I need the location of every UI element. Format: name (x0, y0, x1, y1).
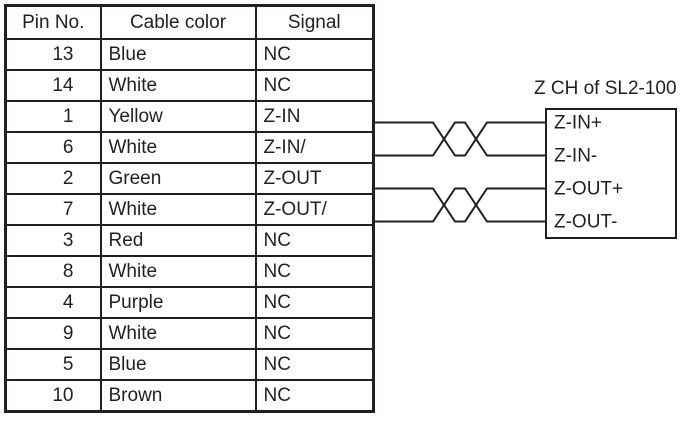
table-row: 1 Yellow Z-IN (4, 100, 375, 133)
wire-z-out-slash (374, 187, 545, 223)
signal-name: NC (254, 348, 375, 381)
twisted-pair-z-out (374, 187, 545, 223)
signal-name: NC (254, 255, 375, 288)
signal-name: Z-IN/ (254, 131, 375, 164)
cable-color: Green (99, 162, 257, 195)
signal-name: NC (254, 317, 375, 350)
table-row: 7 White Z-OUT/ (4, 193, 375, 226)
pin-number: 3 (4, 224, 102, 257)
pin-number: 10 (4, 379, 102, 413)
device-terminal-box: Z-IN+ Z-IN- Z-OUT+ Z-OUT- (545, 108, 677, 239)
signal-name: NC (254, 379, 375, 413)
pin-number: 13 (4, 38, 102, 71)
signal-name: Z-OUT (254, 162, 375, 195)
table-row: 5 Blue NC (4, 348, 375, 381)
signal-name: Z-OUT/ (254, 193, 375, 226)
device-channel-title: Z CH of SL2-100 (534, 78, 677, 99)
table-row: 14 White NC (4, 69, 375, 102)
table-row: 6 White Z-IN/ (4, 131, 375, 164)
cable-color: White (99, 317, 257, 350)
table-header-row: Pin No. Cable color Signal (4, 4, 375, 40)
wire-z-out (374, 187, 545, 223)
signal-name: NC (254, 38, 375, 71)
cable-color: Blue (99, 38, 257, 71)
pin-number: 9 (4, 317, 102, 350)
port-label-z-in-minus: Z-IN- (554, 145, 598, 166)
table-row: 10 Brown NC (4, 379, 375, 413)
pin-number: 5 (4, 348, 102, 381)
table-row: 2 Green Z-OUT (4, 162, 375, 195)
port-label-z-out-plus: Z-OUT+ (554, 178, 624, 199)
signal-name: Z-IN (254, 100, 375, 133)
header-signal: Signal (254, 4, 375, 40)
twisted-pair-z-in (374, 121, 545, 157)
cable-color: White (99, 193, 257, 226)
pin-number: 8 (4, 255, 102, 288)
cable-color: Brown (99, 379, 257, 413)
port-label-z-in-plus: Z-IN+ (554, 112, 603, 134)
signal-name: NC (254, 286, 375, 319)
table-row: 9 White NC (4, 317, 375, 350)
pin-number: 1 (4, 100, 102, 133)
cable-color: Red (99, 224, 257, 257)
pin-number: 7 (4, 193, 102, 226)
cable-color: White (99, 131, 257, 164)
cable-color: Yellow (99, 100, 257, 133)
signal-name: NC (254, 69, 375, 102)
signal-name: NC (254, 224, 375, 257)
table-row: 13 Blue NC (4, 38, 375, 71)
wire-z-in (374, 121, 545, 157)
pin-number: 4 (4, 286, 102, 319)
port-label-z-out-minus: Z-OUT- (554, 211, 618, 232)
header-cable-color: Cable color (99, 4, 257, 40)
table-row: 4 Purple NC (4, 286, 375, 319)
pin-number: 14 (4, 69, 102, 102)
table-row: 8 White NC (4, 255, 375, 288)
wire-z-in-slash (374, 121, 545, 157)
pin-table-body: 13 Blue NC 14 White NC 1 Yellow Z-IN 6 W… (4, 38, 375, 413)
pin-number: 2 (4, 162, 102, 195)
cable-color: White (99, 69, 257, 102)
header-pin-no: Pin No. (4, 4, 102, 40)
cable-color: Blue (99, 348, 257, 381)
cable-color: Purple (99, 286, 257, 319)
cable-color: White (99, 255, 257, 288)
table-row: 3 Red NC (4, 224, 375, 257)
pin-assignment-table: Pin No. Cable color Signal 13 Blue NC 14… (4, 4, 375, 413)
pin-number: 6 (4, 131, 102, 164)
